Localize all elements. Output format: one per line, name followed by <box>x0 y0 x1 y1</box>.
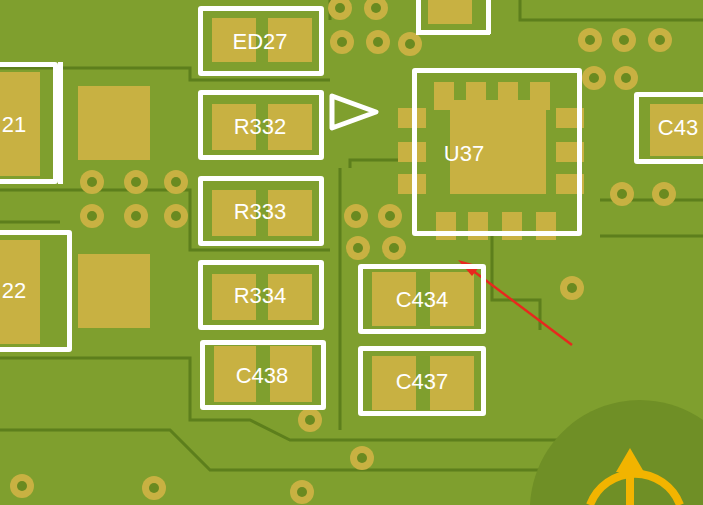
reference-designator: C43 <box>658 117 698 139</box>
copper-clearance <box>0 0 703 470</box>
reference-designator: C437 <box>396 371 449 393</box>
component-outline: U37 <box>412 68 582 236</box>
component-outline: C437 <box>358 346 486 416</box>
component-outline: R334 <box>198 260 324 330</box>
pads <box>0 0 703 410</box>
copper-pour <box>530 400 703 505</box>
component-outline: 22 <box>0 230 72 352</box>
component-outline: R333 <box>198 176 324 246</box>
reference-designator: R332 <box>234 116 287 138</box>
reference-designator: C438 <box>236 365 289 387</box>
component-outline: ED27 <box>198 6 324 76</box>
reference-designator: R334 <box>234 285 287 307</box>
reference-designator: C434 <box>396 289 449 311</box>
component-outline: C438 <box>200 340 326 410</box>
reference-designator: 21 <box>2 114 26 136</box>
component-outline: R332 <box>198 90 324 160</box>
component-outline: 21 <box>0 62 58 184</box>
reference-designator: ED27 <box>232 31 287 53</box>
silkscreen-extra <box>58 0 491 184</box>
reference-designator: U37 <box>444 143 484 165</box>
origin-marker <box>590 448 680 505</box>
reference-designator: R333 <box>234 201 287 223</box>
component-outline: C43 <box>634 92 703 164</box>
component-outline: C434 <box>358 264 486 334</box>
pin1-marker <box>332 96 376 128</box>
vias <box>10 0 676 504</box>
reference-designator: 22 <box>2 280 26 302</box>
